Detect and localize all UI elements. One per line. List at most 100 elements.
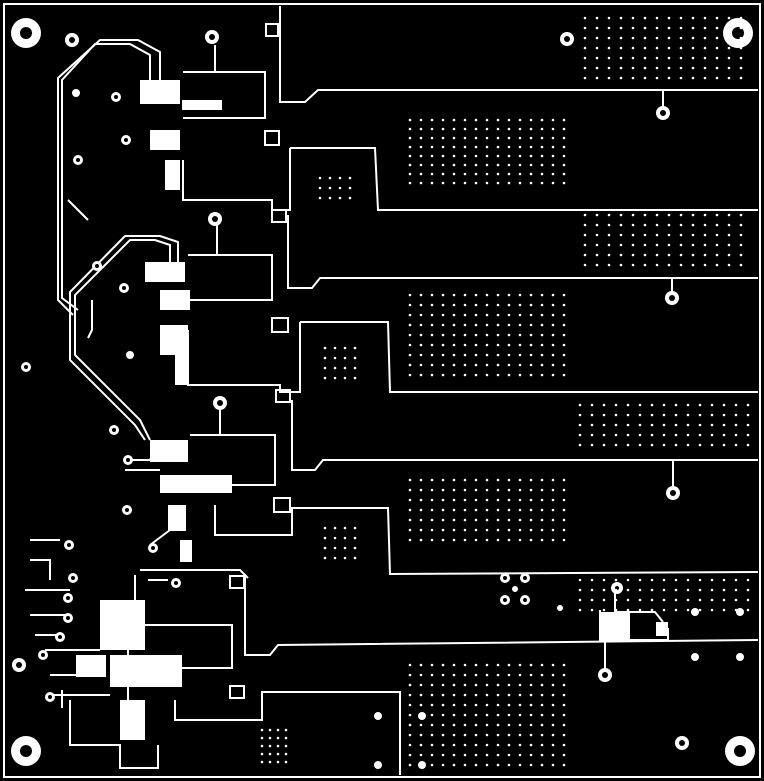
- stitching-via: [540, 488, 544, 492]
- stitching-via: [551, 703, 555, 707]
- stitching-via: [496, 703, 500, 707]
- stitching-via: [507, 538, 511, 542]
- stitching-via: [710, 443, 714, 447]
- stitching-via: [631, 213, 635, 217]
- stitching-via: [408, 763, 412, 767]
- stitching-via: [667, 56, 671, 60]
- stitching-via: [408, 673, 412, 677]
- stitching-via: [650, 598, 654, 602]
- stitching-via: [727, 243, 731, 247]
- stitching-via: [529, 118, 533, 122]
- stitching-via: [518, 323, 522, 327]
- stitching-via: [655, 56, 659, 60]
- stitching-via: [595, 263, 599, 267]
- stitching-via: [722, 578, 726, 582]
- stitching-via: [583, 56, 587, 60]
- stitching-via: [408, 518, 412, 522]
- stitching-via: [540, 733, 544, 737]
- stitching-via: [739, 263, 743, 267]
- stitching-via: [353, 546, 357, 550]
- stitching-via: [441, 763, 445, 767]
- stitching-via: [408, 172, 412, 176]
- stitching-via: [343, 376, 347, 380]
- stitching-via: [408, 753, 412, 757]
- stitching-via: [441, 293, 445, 297]
- stitching-via: [529, 538, 533, 542]
- stitching-via: [674, 433, 678, 437]
- stitching-via: [474, 163, 478, 167]
- stitching-via: [408, 363, 412, 367]
- test-point-vias: [38, 30, 744, 769]
- stitching-via: [595, 233, 599, 237]
- stitching-via: [408, 136, 412, 140]
- stitching-via: [485, 303, 489, 307]
- stitching-via: [686, 588, 690, 592]
- stitching-via: [430, 683, 434, 687]
- stitching-via: [485, 488, 489, 492]
- stitching-via: [485, 528, 489, 532]
- stitching-via: [578, 433, 582, 437]
- stitching-via: [638, 443, 642, 447]
- stitching-via: [715, 36, 719, 40]
- stitching-via: [348, 176, 352, 180]
- stitching-via: [408, 333, 412, 337]
- stitching-via: [551, 528, 555, 532]
- stitching-via: [343, 366, 347, 370]
- stitching-via: [463, 508, 467, 512]
- stitching-via: [518, 518, 522, 522]
- stitching-via: [551, 145, 555, 149]
- stitching-via: [562, 518, 566, 522]
- stitching-via: [328, 176, 332, 180]
- stitching-via: [485, 508, 489, 512]
- stitching-via: [430, 181, 434, 185]
- stitching-via: [691, 76, 695, 80]
- stitching-via: [614, 413, 618, 417]
- stitching-via: [452, 683, 456, 687]
- stitching-via: [722, 403, 726, 407]
- stitching-via: [518, 703, 522, 707]
- stitching-via: [485, 163, 489, 167]
- stitching-via: [343, 346, 347, 350]
- stitching-via: [727, 263, 731, 267]
- stitching-via: [614, 443, 618, 447]
- stitching-via: [507, 363, 511, 367]
- stitching-via: [734, 588, 738, 592]
- stitching-via: [607, 66, 611, 70]
- stitching-via: [507, 127, 511, 131]
- stitching-via: [430, 303, 434, 307]
- stitching-via: [619, 36, 623, 40]
- stitching-via: [650, 578, 654, 582]
- stitching-via: [474, 478, 478, 482]
- stitching-via: [496, 323, 500, 327]
- stitching-via: [268, 752, 272, 756]
- stitching-via: [631, 26, 635, 30]
- stitching-via: [452, 663, 456, 667]
- stitching-via: [474, 293, 478, 297]
- stitching-via: [655, 243, 659, 247]
- stitching-via: [540, 508, 544, 512]
- stitching-via: [667, 213, 671, 217]
- stitching-via: [452, 323, 456, 327]
- stitching-via: [343, 556, 347, 560]
- stitching-via: [430, 528, 434, 532]
- stitching-via: [562, 723, 566, 727]
- stitching-via: [452, 713, 456, 717]
- stitching-via: [698, 578, 702, 582]
- stitching-via: [540, 673, 544, 677]
- stitching-via: [540, 693, 544, 697]
- stitching-via: [408, 313, 412, 317]
- stitching-via: [419, 127, 423, 131]
- stitching-via: [323, 546, 327, 550]
- stitching-via: [686, 443, 690, 447]
- stitching-via: [518, 172, 522, 176]
- stitching-via: [353, 346, 357, 350]
- stitching-via: [595, 36, 599, 40]
- stitching-via: [595, 16, 599, 20]
- stitching-via: [408, 538, 412, 542]
- stitching-via: [518, 353, 522, 357]
- stitching-via: [430, 673, 434, 677]
- stitching-via: [703, 26, 707, 30]
- stitching-via: [474, 663, 478, 667]
- stitching-via: [607, 16, 611, 20]
